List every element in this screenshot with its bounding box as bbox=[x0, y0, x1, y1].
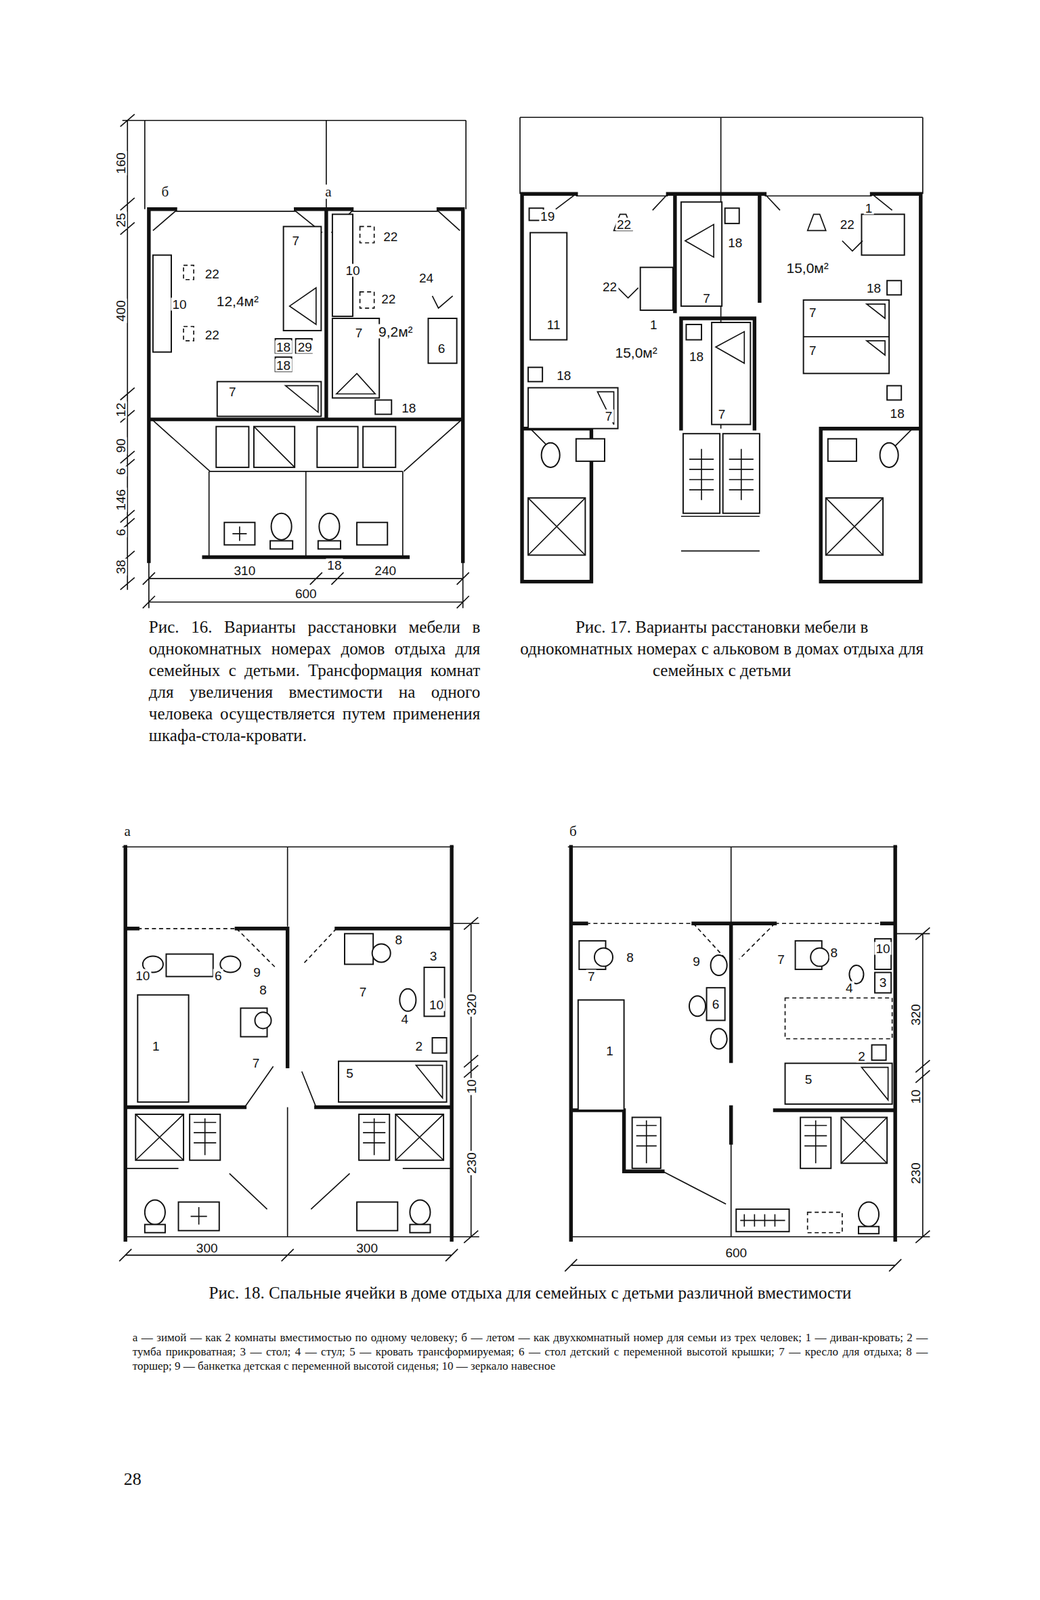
callout-number: 22 bbox=[838, 218, 856, 231]
sublabel-letter: б bbox=[568, 824, 579, 839]
callout-number: 18 bbox=[555, 369, 573, 382]
callout-number: 7 bbox=[807, 343, 818, 357]
plan-fig16 bbox=[120, 114, 470, 609]
sublabel-letter: б bbox=[160, 184, 171, 200]
callout-number: 6 bbox=[710, 996, 722, 1010]
callout-number: 24 bbox=[417, 270, 435, 284]
callout-number: 10 bbox=[170, 297, 188, 311]
dimension-label: 230 bbox=[464, 1150, 478, 1175]
callout-number: 18 bbox=[274, 340, 292, 354]
callout-number: 3 bbox=[878, 975, 889, 989]
dimension-label: 18 bbox=[325, 558, 343, 572]
callout-number: 2 bbox=[414, 1038, 425, 1052]
dimension-label: 25 bbox=[113, 211, 127, 229]
callout-number: 10 bbox=[134, 968, 151, 982]
dimension-label: 320 bbox=[909, 1002, 923, 1027]
plan-fig17 bbox=[520, 117, 923, 581]
dimension-label: 310 bbox=[232, 563, 258, 577]
callout-number: 7 bbox=[603, 409, 615, 423]
callout-number: 7 bbox=[807, 305, 818, 319]
dimension-label: 600 bbox=[723, 1245, 749, 1259]
figure-caption: Рис. 16. Варианты расстановки мебели в о… bbox=[148, 616, 481, 747]
figure-caption: Рис. 18. Спальные ячейки в доме отдыха д… bbox=[132, 1281, 929, 1304]
callout-number: 9 bbox=[691, 954, 702, 967]
callout-number: 18 bbox=[274, 358, 292, 372]
callout-number: 4 bbox=[844, 980, 855, 994]
callout-number: 8 bbox=[624, 949, 636, 963]
callout-number: 1 bbox=[648, 317, 659, 331]
callout-number: 6 bbox=[436, 341, 447, 355]
callout-number: 7 bbox=[227, 385, 238, 399]
callout-number: 22 bbox=[203, 266, 221, 280]
callout-number: 8 bbox=[394, 932, 405, 946]
callout-number: 8 bbox=[257, 982, 269, 996]
callout-number: 22 bbox=[615, 218, 633, 231]
callout-number: 18 bbox=[400, 401, 418, 415]
callout-number: 5 bbox=[344, 1066, 355, 1080]
dimension-label: 320 bbox=[464, 991, 478, 1017]
callout-number: 18 bbox=[889, 406, 906, 420]
callout-number: 7 bbox=[775, 951, 787, 965]
dimension-label: 160 bbox=[113, 150, 127, 176]
callout-number: 7 bbox=[251, 1056, 262, 1070]
dimension-label: 230 bbox=[909, 1160, 923, 1185]
callout-number: 22 bbox=[379, 292, 397, 306]
callout-number: 10 bbox=[874, 941, 892, 955]
dimension-label: 300 bbox=[354, 1240, 380, 1254]
callout-number: 22 bbox=[381, 230, 399, 244]
dimension-label: 300 bbox=[195, 1240, 220, 1254]
callout-number: 10 bbox=[427, 998, 445, 1011]
dimension-label: 600 bbox=[293, 587, 319, 600]
dimension-label: 146 bbox=[113, 487, 127, 512]
callout-number: 9 bbox=[251, 965, 263, 979]
area-label: 9,2м² bbox=[377, 324, 415, 339]
dimension-label: 6 bbox=[113, 465, 127, 476]
callout-number: 22 bbox=[203, 327, 221, 341]
dimension-label: 400 bbox=[113, 298, 127, 323]
callout-number: 18 bbox=[687, 349, 705, 363]
callout-number: 10 bbox=[343, 264, 361, 277]
callout-number: 18 bbox=[865, 280, 883, 294]
callout-number: 7 bbox=[358, 984, 369, 998]
callout-number: 1 bbox=[863, 201, 875, 215]
callout-number: 5 bbox=[803, 1072, 814, 1086]
plan-fig18a bbox=[119, 846, 480, 1261]
callout-number: 4 bbox=[400, 1012, 411, 1026]
callout-number: 29 bbox=[296, 340, 314, 354]
callout-number: 7 bbox=[586, 969, 597, 983]
callout-number: 7 bbox=[290, 234, 301, 248]
area-label: 15,0м² bbox=[614, 344, 659, 359]
dimension-label: 6 bbox=[113, 527, 127, 538]
dimension-label: 38 bbox=[113, 558, 127, 576]
dimension-label: 90 bbox=[113, 436, 127, 454]
callout-number: 22 bbox=[601, 280, 619, 294]
figure-caption: Рис. 17. Варианты расстановки мебели в о… bbox=[517, 616, 926, 682]
callout-number: 1 bbox=[604, 1044, 615, 1057]
dimension-label: 12 bbox=[113, 401, 127, 419]
dimension-label: 10 bbox=[909, 1087, 923, 1105]
callout-number: 19 bbox=[538, 209, 556, 223]
area-label: 12,4м² bbox=[215, 293, 260, 309]
callout-number: 2 bbox=[856, 1048, 867, 1062]
dimension-label: 240 bbox=[373, 563, 398, 577]
legend-text: а — зимой — как 2 комнаты вместимостью п… bbox=[132, 1329, 929, 1374]
callout-number: 7 bbox=[717, 407, 728, 421]
dimension-label: 10 bbox=[464, 1077, 478, 1095]
page-number: 28 bbox=[122, 1469, 143, 1488]
callout-number: 7 bbox=[354, 325, 365, 339]
sublabel-letter: а bbox=[123, 824, 133, 839]
callout-number: 6 bbox=[213, 968, 224, 982]
callout-number: 7 bbox=[701, 291, 712, 305]
callout-number: 11 bbox=[545, 317, 562, 331]
callout-number: 1 bbox=[150, 1038, 162, 1052]
callout-number: 18 bbox=[726, 236, 744, 250]
area-label: 15,0м² bbox=[785, 260, 831, 275]
callout-number: 3 bbox=[428, 949, 439, 963]
callout-number: 8 bbox=[829, 945, 840, 959]
plan-fig18b bbox=[564, 846, 930, 1271]
sublabel-letter: а bbox=[323, 184, 333, 200]
